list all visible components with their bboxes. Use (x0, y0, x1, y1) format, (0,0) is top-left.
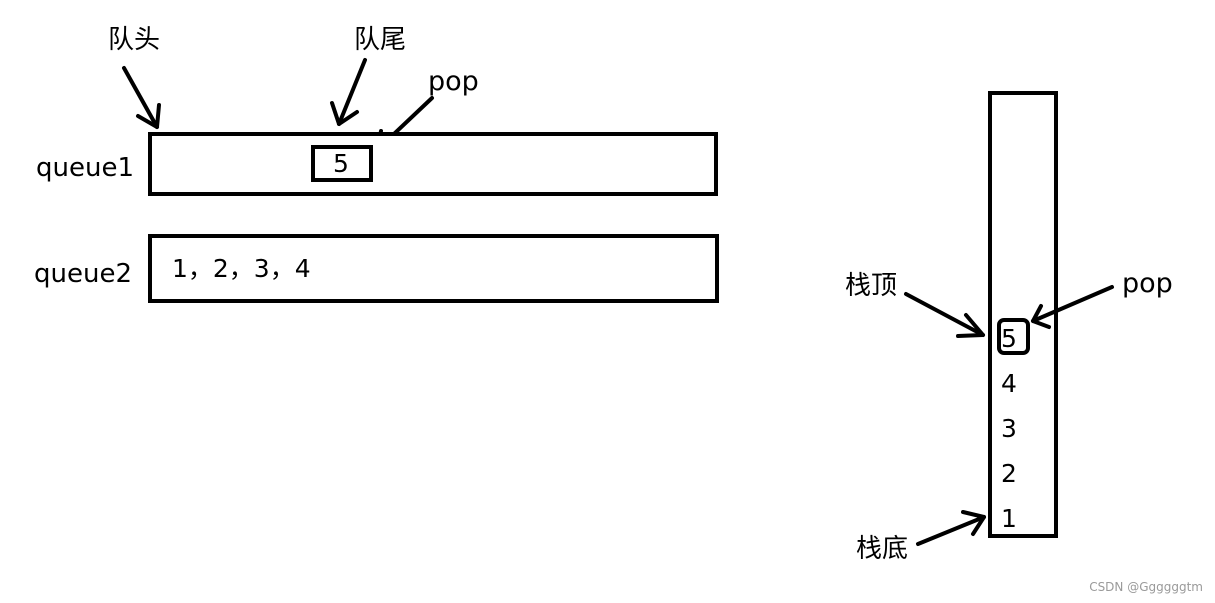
stack-item: 1 (1001, 504, 1017, 533)
stack-item: 2 (1001, 459, 1017, 488)
queue-head-label: 队头 (108, 25, 160, 55)
stack-item: 4 (1001, 369, 1017, 398)
stack-top-label: 栈顶 (845, 271, 897, 301)
queue-pop-label: pop (428, 66, 479, 97)
queue1-tail-element: 5 (333, 149, 349, 178)
queue-tail-arrow (330, 58, 367, 126)
queue1-label: queue1 (36, 153, 134, 183)
queue2-label: queue2 (34, 259, 132, 289)
stack-bottom-label: 栈底 (856, 534, 908, 564)
stack-item: 3 (1001, 414, 1017, 443)
stack-pop-arrow (1031, 285, 1114, 329)
stack-item: 5 (1001, 324, 1017, 353)
queue2-box (148, 234, 719, 303)
queue1-tail-element-box (311, 145, 373, 182)
stack-pop-label: pop (1122, 268, 1173, 299)
queue2-items: 1，2，3，4 (172, 254, 311, 283)
queue-head-arrow (122, 66, 161, 129)
queue1-box (148, 132, 718, 196)
stack-top-arrow (904, 292, 985, 338)
stack-top-element-box (997, 318, 1030, 355)
watermark-text: CSDN @Ggggggtm (1089, 580, 1203, 594)
stack-bottom-arrow (916, 510, 986, 546)
queue-tail-label: 队尾 (354, 25, 406, 55)
